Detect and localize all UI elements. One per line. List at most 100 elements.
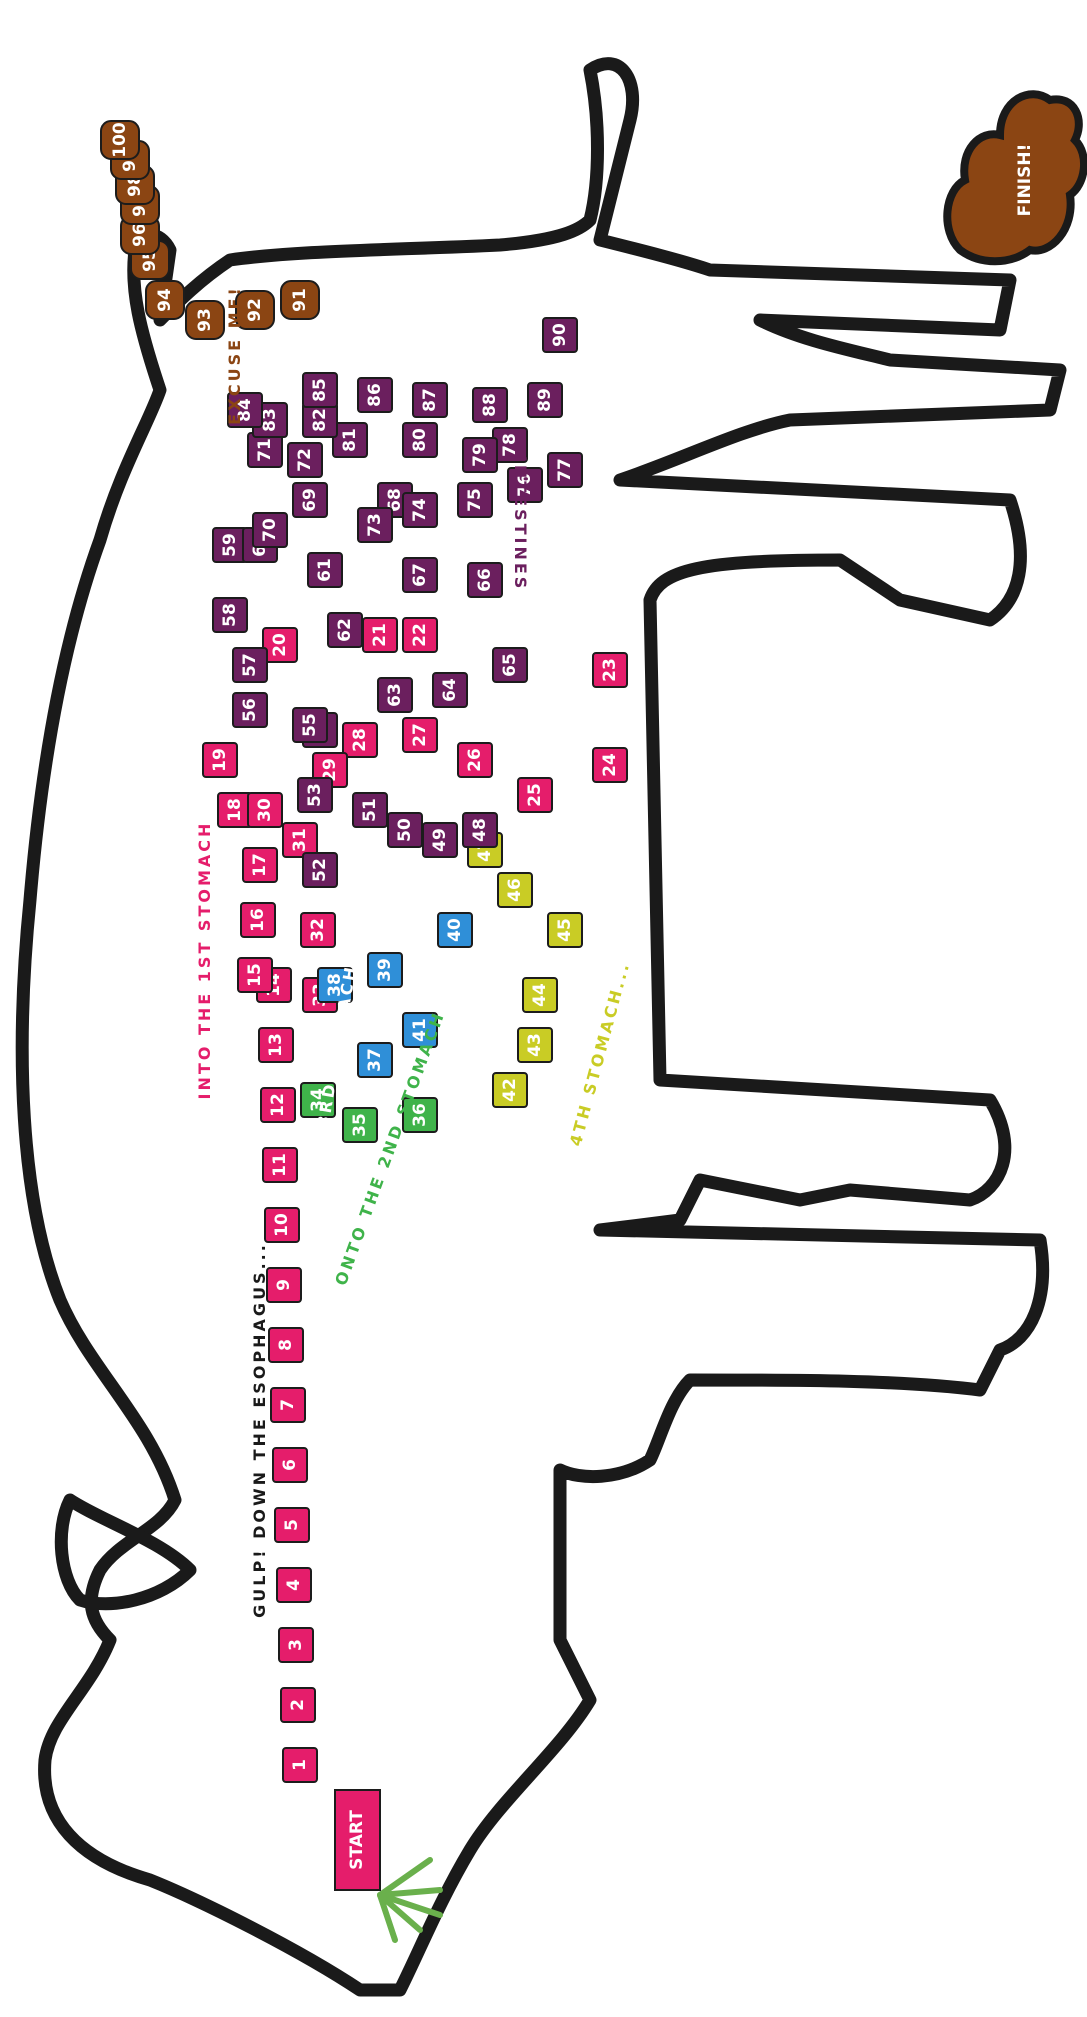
board-square[interactable]: 6 xyxy=(273,1448,307,1482)
board-square[interactable]: 87 xyxy=(413,383,447,417)
board-square-number: 71 xyxy=(255,438,275,462)
board-square[interactable]: 52 xyxy=(303,853,337,887)
board-square[interactable]: 100 xyxy=(101,121,139,159)
board-square[interactable]: 5 xyxy=(275,1508,309,1542)
board-square[interactable]: 2 xyxy=(281,1688,315,1722)
board-square[interactable]: 30 xyxy=(248,793,282,827)
board-square[interactable]: 88 xyxy=(473,388,507,422)
board-square[interactable]: 85 xyxy=(303,373,337,407)
cow-body-outline xyxy=(22,64,1060,1990)
board-square[interactable]: 57 xyxy=(233,648,267,682)
board-square[interactable]: 91 xyxy=(281,281,319,319)
board-square-number: 88 xyxy=(480,393,500,417)
start-tile[interactable]: START xyxy=(335,1790,380,1890)
board-square[interactable]: 58 xyxy=(213,598,247,632)
board-square[interactable]: 23 xyxy=(593,653,627,687)
board-square[interactable]: 56 xyxy=(233,693,267,727)
board-square[interactable]: 72 xyxy=(288,443,322,477)
board-square[interactable]: 32 xyxy=(301,913,335,947)
board-square[interactable]: 49 xyxy=(423,823,457,857)
board-square[interactable]: 13 xyxy=(259,1028,293,1062)
board-square[interactable]: 31 xyxy=(283,823,317,857)
board-square[interactable]: 74 xyxy=(403,493,437,527)
board-square-number: 87 xyxy=(420,388,440,412)
board-square[interactable]: 46 xyxy=(498,873,532,907)
board-square[interactable]: 59 xyxy=(213,528,247,562)
board-square[interactable]: 71 xyxy=(248,433,282,467)
board-square[interactable]: 93 xyxy=(186,301,224,339)
board-square[interactable]: 1 xyxy=(283,1748,317,1782)
board-square[interactable]: 86 xyxy=(358,378,392,412)
board-square[interactable]: 77 xyxy=(548,453,582,487)
finish-tile[interactable]: FINISH! xyxy=(947,94,1084,261)
board-square[interactable]: 44 xyxy=(523,978,557,1012)
board-square[interactable]: 43 xyxy=(518,1028,552,1062)
board-square-number: 56 xyxy=(240,698,260,722)
board-square[interactable]: 11 xyxy=(263,1148,297,1182)
board-square[interactable]: 53 xyxy=(298,778,332,812)
board-square[interactable]: 51 xyxy=(353,793,387,827)
board-square[interactable]: 15 xyxy=(238,958,272,992)
board-square-number: 10 xyxy=(272,1213,292,1237)
board-square[interactable]: 81 xyxy=(333,423,367,457)
board-square[interactable]: 69 xyxy=(293,483,327,517)
board-square-number: 22 xyxy=(410,623,430,647)
board-square-number: 58 xyxy=(220,603,240,627)
board-square[interactable]: 45 xyxy=(548,913,582,947)
board-square[interactable]: 94 xyxy=(146,281,184,319)
board-square-number: 81 xyxy=(340,428,360,452)
board-square-number: 69 xyxy=(300,488,320,512)
board-square[interactable]: 80 xyxy=(403,423,437,457)
board-square[interactable]: 64 xyxy=(433,673,467,707)
board-square-number: 91 xyxy=(290,288,310,312)
board-square[interactable]: 18 xyxy=(218,793,252,827)
board-square[interactable]: 20 xyxy=(263,628,297,662)
board-square[interactable]: 39 xyxy=(368,953,402,987)
board-square[interactable]: 28 xyxy=(343,723,377,757)
board-square[interactable]: 16 xyxy=(241,903,275,937)
board-square[interactable]: 48 xyxy=(463,813,497,847)
board-square[interactable]: 12 xyxy=(261,1088,295,1122)
board-square[interactable]: 8 xyxy=(269,1328,303,1362)
board-square-number: 64 xyxy=(440,678,460,702)
board-square[interactable]: 89 xyxy=(528,383,562,417)
board-square[interactable]: 10 xyxy=(265,1208,299,1242)
board-square-number: 61 xyxy=(315,558,335,582)
board-square[interactable]: 62 xyxy=(328,613,362,647)
board-square[interactable]: 79 xyxy=(463,438,497,472)
board-square[interactable]: 35 xyxy=(343,1108,377,1142)
board-square[interactable]: 82 xyxy=(303,403,337,437)
board-square-number: 44 xyxy=(530,983,550,1007)
excuse-label: EXCUSE ME! xyxy=(225,285,244,425)
board-square-number: 31 xyxy=(290,828,310,852)
board-square[interactable]: 37 xyxy=(358,1043,392,1077)
board-square[interactable]: 66 xyxy=(468,563,502,597)
board-square[interactable]: 55 xyxy=(293,708,327,742)
board-square[interactable]: 7 xyxy=(271,1388,305,1422)
board-square[interactable]: 61 xyxy=(308,553,342,587)
board-square[interactable]: 4 xyxy=(277,1568,311,1602)
board-square[interactable]: 17 xyxy=(243,848,277,882)
board-square[interactable]: 65 xyxy=(493,648,527,682)
board-square[interactable]: 90 xyxy=(543,318,577,352)
board-square[interactable]: 27 xyxy=(403,718,437,752)
board-square[interactable]: 9 xyxy=(267,1268,301,1302)
board-square[interactable]: 50 xyxy=(388,813,422,847)
board-square-number: 48 xyxy=(470,818,490,842)
board-square[interactable]: 19 xyxy=(203,743,237,777)
board-square[interactable]: 24 xyxy=(593,748,627,782)
board-square[interactable]: 75 xyxy=(458,483,492,517)
board-square[interactable]: 3 xyxy=(279,1628,313,1662)
board-square-number: 20 xyxy=(270,633,290,657)
board-square[interactable]: 40 xyxy=(438,913,472,947)
board-square[interactable]: 70 xyxy=(253,513,287,547)
board-square[interactable]: 63 xyxy=(378,678,412,712)
board-square[interactable]: 22 xyxy=(403,618,437,652)
board-square[interactable]: 26 xyxy=(458,743,492,777)
board-square[interactable]: 67 xyxy=(403,558,437,592)
board-square[interactable]: 21 xyxy=(363,618,397,652)
board-square[interactable]: 42 xyxy=(493,1073,527,1107)
board-square[interactable]: 25 xyxy=(518,778,552,812)
board-square[interactable]: 73 xyxy=(358,508,392,542)
board-square-number: 12 xyxy=(268,1093,288,1117)
